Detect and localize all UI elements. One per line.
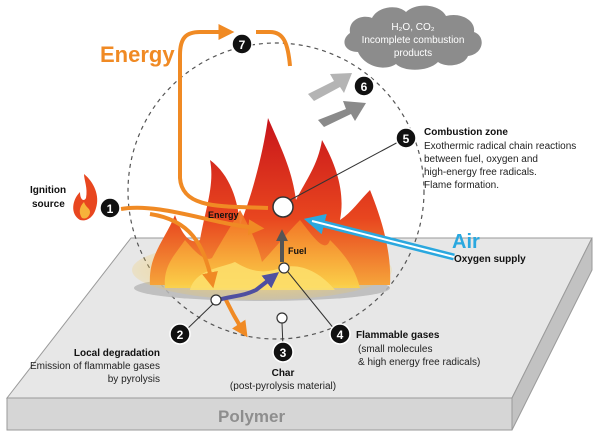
step-marker-1: 1 bbox=[99, 197, 121, 219]
oxygen-supply-label: Oxygen supply bbox=[454, 254, 526, 265]
char-node bbox=[276, 312, 288, 324]
step-marker-2: 2 bbox=[169, 323, 191, 345]
char-text: Char (post-pyrolysis material) bbox=[230, 368, 336, 392]
local-degradation-title: Local degradation bbox=[74, 348, 160, 359]
svg-text:by pyrolysis: by pyrolysis bbox=[108, 374, 160, 385]
step-marker-3: 3 bbox=[272, 341, 294, 363]
combustion-center bbox=[272, 196, 294, 218]
degradation-node bbox=[210, 294, 222, 306]
char-title: Char bbox=[272, 368, 295, 379]
flammable-gas-node bbox=[278, 262, 290, 274]
flame-graphic bbox=[132, 118, 392, 300]
ignition-label-line2: source bbox=[32, 199, 65, 210]
flammable-gases-text: Flammable gases (small molecules & high … bbox=[356, 330, 480, 368]
step-marker-6: 6 bbox=[353, 75, 375, 97]
svg-text:high-energy free radicals.: high-energy free radicals. bbox=[424, 167, 537, 178]
energy-small-label: Energy bbox=[208, 210, 239, 220]
svg-text:1: 1 bbox=[107, 202, 114, 216]
fuel-label: Fuel bbox=[288, 246, 307, 256]
cloud-formula: H₂O, CO₂ bbox=[391, 22, 434, 33]
svg-text:7: 7 bbox=[239, 38, 246, 52]
combustion-products-cloud: H₂O, CO₂ Incomplete combustion products bbox=[344, 5, 482, 70]
svg-text:(small molecules: (small molecules bbox=[358, 344, 432, 355]
cloud-line-3: products bbox=[394, 48, 432, 59]
product-release-arrows bbox=[308, 73, 366, 127]
cycle-boundary-circle bbox=[127, 42, 425, 340]
air-arrow bbox=[303, 213, 455, 261]
svg-text:2: 2 bbox=[177, 328, 184, 342]
degradation-to-gas-arrow bbox=[217, 272, 280, 302]
flammable-gases-title: Flammable gases bbox=[356, 330, 440, 341]
cloud-line-2: Incomplete combustion bbox=[362, 35, 465, 46]
svg-text:5: 5 bbox=[403, 132, 410, 146]
polymer-label: Polymer bbox=[218, 407, 285, 426]
svg-text:between fuel, oxygen and: between fuel, oxygen and bbox=[424, 154, 538, 165]
svg-text:(post-pyrolysis material): (post-pyrolysis material) bbox=[230, 381, 336, 392]
svg-text:3: 3 bbox=[280, 346, 287, 360]
svg-text:& high energy free radicals): & high energy free radicals) bbox=[358, 357, 480, 368]
combustion-zone-title: Combustion zone bbox=[424, 127, 508, 138]
local-degradation-text: Local degradation Emission of flammable … bbox=[30, 348, 160, 385]
svg-text:Emission of flammable gases: Emission of flammable gases bbox=[30, 361, 160, 372]
step-marker-7: 7 bbox=[231, 33, 253, 55]
energy-title: Energy bbox=[100, 42, 175, 67]
step-marker-5: 5 bbox=[395, 127, 417, 149]
energy-feedback-loop bbox=[120, 24, 292, 338]
step-marker-4: 4 bbox=[329, 323, 351, 345]
ignition-label-line1: Ignition bbox=[30, 185, 66, 196]
svg-text:Exothermic radical chain react: Exothermic radical chain reactions bbox=[424, 141, 576, 152]
svg-text:Flame formation.: Flame formation. bbox=[424, 180, 499, 191]
combustion-zone-text: Combustion zone Exothermic radical chain… bbox=[424, 127, 576, 191]
svg-text:4: 4 bbox=[337, 328, 344, 342]
air-label: Air bbox=[452, 231, 480, 253]
ignition-flame-icon bbox=[73, 174, 98, 221]
svg-text:6: 6 bbox=[361, 80, 368, 94]
